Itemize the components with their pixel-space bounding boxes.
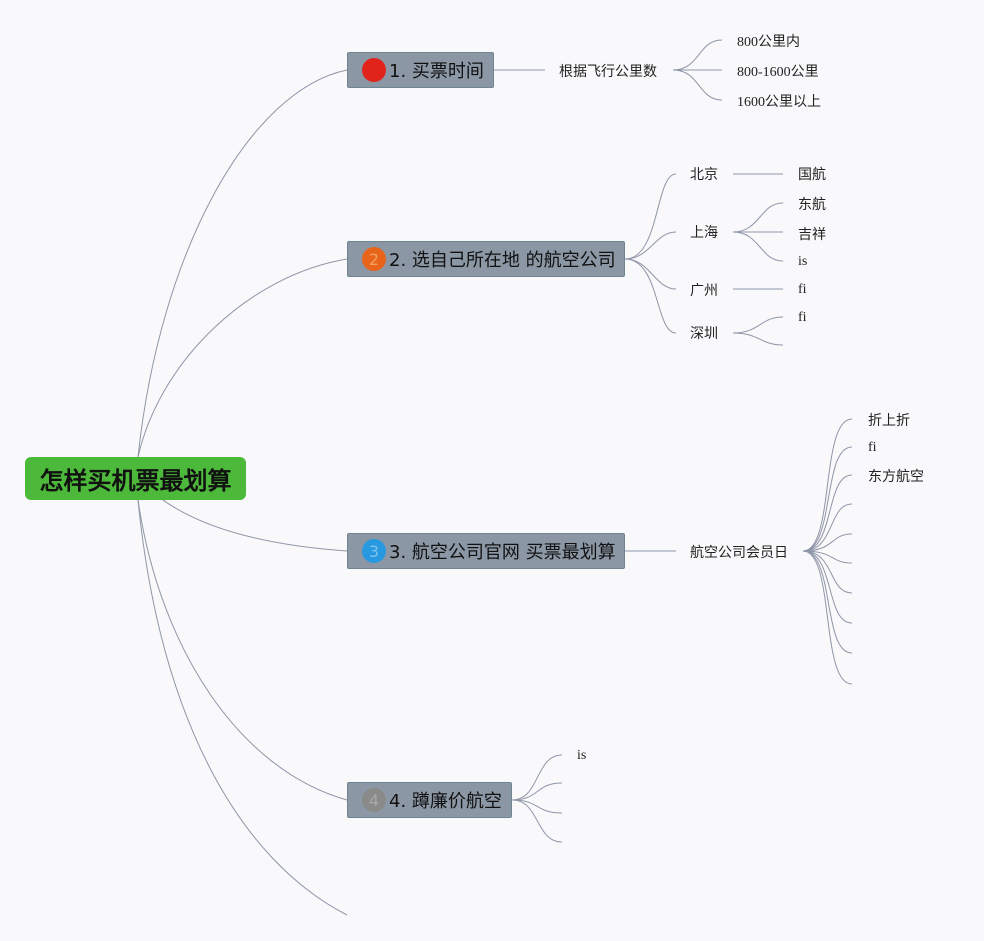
airline-leaf[interactable]: 国航 (798, 167, 826, 183)
city-shenzhen[interactable]: 深圳 (690, 326, 718, 342)
airline-leaf[interactable]: fi (798, 282, 807, 297)
link-b1-leaf-3 (672, 69, 723, 101)
link-b3-leaf-1 (802, 418, 853, 552)
link-b2-city-4 (624, 258, 677, 334)
link-b3-leaf-5 (802, 533, 853, 552)
airline-leaf[interactable]: 东航 (798, 197, 826, 213)
airline-leaf[interactable]: is (798, 254, 808, 269)
link-b4-leaf-3 (511, 799, 563, 814)
priority-4-icon: 4 (362, 788, 386, 812)
link-b2-city-3 (624, 258, 677, 290)
branch-1-topic[interactable]: 1 1. 买票时间 (347, 52, 494, 88)
link-b1-leaf-1 (672, 39, 723, 71)
link-b3-leaf-3 (802, 474, 853, 552)
link-sz-2 (732, 332, 784, 346)
link-sz-1 (732, 316, 784, 334)
priority-2-icon: 2 (362, 247, 386, 271)
link-sh-3 (732, 231, 784, 262)
priority-1-icon: 1 (362, 58, 386, 82)
branch-3-leaf[interactable]: 折上折 (868, 413, 910, 429)
link-b2-city-2 (624, 231, 677, 260)
link-b3-leaf-2 (802, 446, 853, 552)
link-root-branch-1 (137, 69, 348, 458)
link-root-branch-2 (137, 258, 348, 458)
link-b3-leaf-10 (802, 550, 853, 685)
root-title: 怎样买机票最划算 (39, 467, 232, 495)
branch-4-leaf[interactable]: is (577, 748, 587, 763)
link-sh-1 (732, 202, 784, 233)
priority-3-icon: 3 (362, 539, 386, 563)
city-guangzhou[interactable]: 广州 (690, 283, 718, 299)
branch-1-leaf[interactable]: 800-1600公里 (737, 65, 819, 80)
branch-3-leaf[interactable]: fi (868, 440, 877, 455)
airline-leaf[interactable]: 吉祥 (798, 227, 826, 243)
branch-1-child[interactable]: 根据飞行公里数 (559, 64, 657, 80)
city-shanghai[interactable]: 上海 (690, 225, 718, 241)
link-b2-city-1 (624, 173, 677, 260)
branch-2-topic[interactable]: 2 2. 选自己所在地 的航空公司 (347, 241, 625, 277)
branch-3-child[interactable]: 航空公司会员日 (690, 545, 788, 561)
branch-3-topic[interactable]: 3 3. 航空公司官网 买票最划算 (347, 533, 625, 569)
branch-3-leaf[interactable]: 东方航空 (868, 469, 924, 485)
branch-1-title: 1. 买票时间 (389, 61, 484, 82)
branch-4-topic[interactable]: 4 4. 蹲廉价航空 (347, 782, 512, 818)
link-b3-leaf-9 (802, 550, 853, 654)
branch-3-title: 3. 航空公司官网 买票最划算 (389, 542, 616, 563)
link-root-empty (137, 499, 348, 916)
link-b3-leaf-6 (802, 550, 853, 564)
link-b3-leaf-4 (802, 503, 853, 552)
link-b4-leaf-1 (511, 754, 563, 801)
branch-1-leaf[interactable]: 800公里内 (737, 35, 800, 50)
branch-2-title: 2. 选自己所在地 的航空公司 (389, 250, 616, 271)
root-topic[interactable]: 怎样买机票最划算 (25, 457, 246, 500)
link-b4-leaf-2 (511, 782, 563, 801)
branch-4-title: 4. 蹲廉价航空 (389, 791, 502, 812)
city-beijing[interactable]: 北京 (690, 167, 718, 183)
link-b3-leaf-8 (802, 550, 853, 624)
link-b3-leaf-7 (802, 550, 853, 594)
link-b4-leaf-4 (511, 799, 563, 843)
branch-1-leaf[interactable]: 1600公里以上 (737, 95, 821, 110)
airline-leaf[interactable]: fi (798, 310, 807, 325)
link-root-branch-4 (137, 499, 348, 801)
